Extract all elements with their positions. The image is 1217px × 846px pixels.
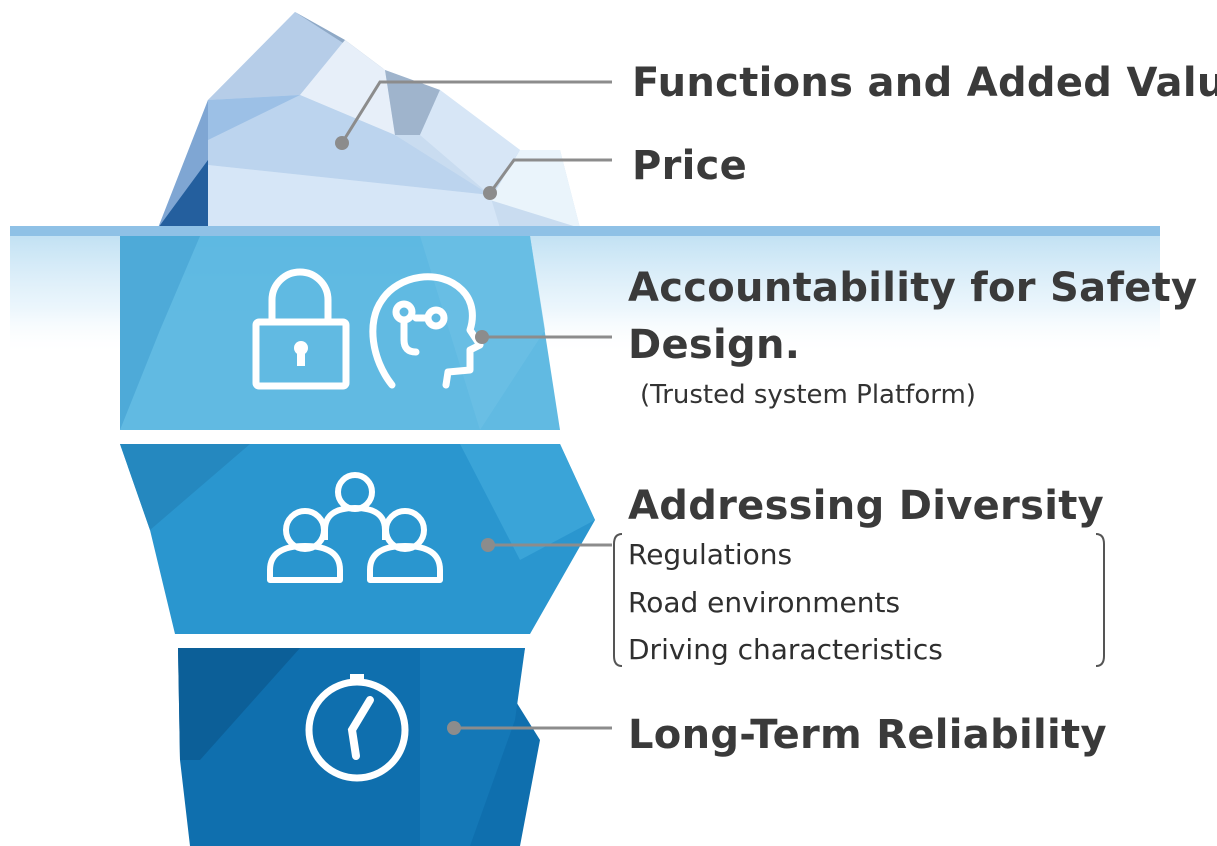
waterline [10,226,1160,236]
diversity-item: Road environments [628,586,901,619]
leader-functions [340,80,612,144]
people-group-icon [267,472,443,583]
label-diversity: Addressing Diversity [628,483,1104,529]
diversity-item: Driving characteristics [628,633,943,666]
label-functions: Functions and Added Value [632,60,1217,106]
diversity-item: Regulations [628,538,793,571]
stopwatch-icon [305,674,409,782]
head-circuit-icon [369,273,484,389]
label-reliability: Long-Term Reliability [628,712,1107,758]
leader-price [488,158,612,194]
leaders [340,80,612,730]
iceberg-band-diversity [120,444,595,634]
label-accountability-2: Design. [628,322,801,368]
iceberg-tip [158,12,580,228]
lock-icon [252,268,350,390]
diversity-bracket [613,533,1105,667]
iceberg-band-reliability [178,648,540,846]
leader-dots [335,136,497,735]
iceberg-band-accountability [120,236,560,430]
label-accountability-sub: (Trusted system Platform) [640,380,976,410]
label-accountability-1: Accountability for Safety [628,265,1198,311]
label-price: Price [632,143,748,189]
